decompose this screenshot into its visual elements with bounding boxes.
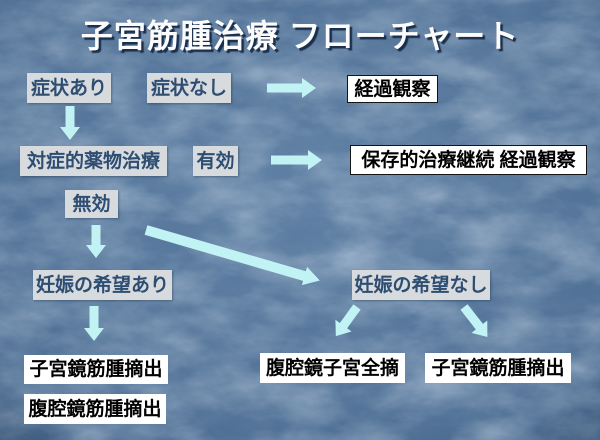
node-observation: 経過観察 — [347, 75, 438, 103]
node-pregnancy-desired: 妊娠の希望あり — [33, 270, 172, 300]
node-symptom-present: 症状あり — [27, 73, 111, 103]
node-conservative-continue: 保存的治療継続 経過観察 — [350, 145, 587, 175]
node-hysteroscopic-myomectomy-left: 子宮鏡筋腫摘出 — [24, 355, 168, 384]
node-laparoscopic-myomectomy-left: 腹腔鏡筋腫摘出 — [24, 394, 166, 424]
node-hysteroscopic-myomectomy-right: 子宮鏡筋腫摘出 — [425, 353, 571, 383]
node-effective: 有効 — [193, 146, 238, 176]
node-drug-therapy: 対症的薬物治療 — [20, 146, 167, 176]
slide-title: 子宮筋腫治療 フローチャート — [80, 18, 520, 54]
node-symptom-absent: 症状なし — [147, 73, 231, 103]
node-ineffective: 無効 — [65, 190, 118, 218]
node-pregnancy-not-desired: 妊娠の希望なし — [352, 270, 490, 300]
node-laparoscopic-total-hysterectomy: 腹腔鏡子宮全摘 — [260, 353, 405, 383]
